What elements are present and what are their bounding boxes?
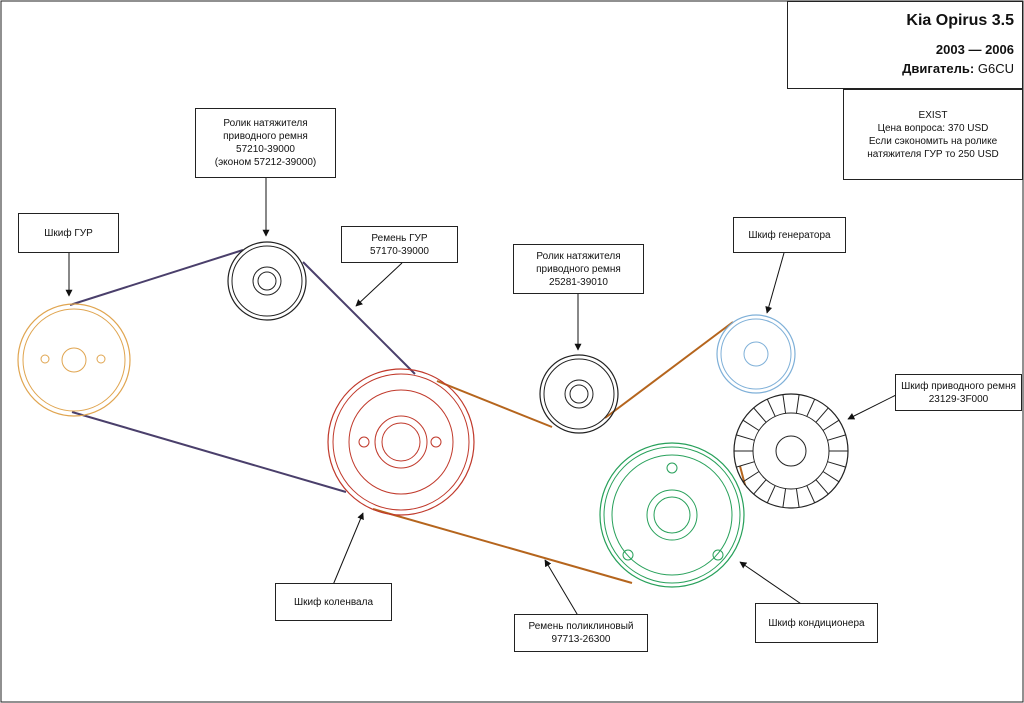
drive-pulley-rib [736, 434, 755, 441]
label-drive-pulley-line2: 23129-3F000 [928, 393, 989, 405]
drive-pulley-rib [753, 407, 767, 423]
drive-pulley-rib [766, 398, 776, 417]
label-tensioner-2-line3: 25281-39010 [549, 276, 608, 288]
years-range: 2003 — 2006 [935, 42, 1014, 57]
label-ac-pulley-text: Шкиф кондиционера [768, 617, 865, 629]
label-ps-belt: Ремень ГУР 57170-39000 [341, 226, 458, 263]
price-note-line3: Если сэкономить на ролике [868, 135, 998, 147]
generator-pulley [716, 314, 796, 394]
label-tensioner-1-line3: 57210-39000 [236, 144, 295, 155]
drive-pulley-rib [822, 419, 840, 431]
label-crank-pulley-text: Шкиф коленвала [293, 596, 374, 608]
price-note: EXIST Цена вопроса: 370 USD Если сэконом… [843, 89, 1023, 180]
label-ac-pulley: Шкиф кондиционера [755, 603, 878, 643]
label-drive-pulley: Шкиф приводного ремня 23129-3F000 [895, 374, 1022, 411]
pointer-arrows [65, 178, 901, 620]
drive-pulley-rib [822, 471, 840, 483]
label-generator-pulley-text: Шкиф генератора [748, 229, 831, 241]
drive-pulley-rib [795, 394, 800, 414]
drive-pulley-rib [815, 479, 829, 495]
arrow-poly-belt [544, 559, 581, 620]
label-ps-belt-line2: 57170-39000 [370, 245, 429, 257]
label-drive-pulley-line1: Шкиф приводного ремня [901, 380, 1016, 392]
price-note-line2: Цена вопроса: 370 USD [877, 122, 989, 134]
arrow-generator [765, 252, 785, 314]
label-poly-belt-line2: 97713-26300 [551, 634, 611, 645]
drive-pulley-rib [795, 488, 800, 508]
label-ps-pulley-text: Шкиф ГУР [44, 227, 93, 239]
label-tensioner-2: Ролик натяжителя приводного ремня 25281-… [513, 244, 644, 294]
drive-pulley [733, 393, 849, 509]
label-generator-pulley: Шкиф генератора [733, 217, 846, 253]
drive-pulley-rib [806, 398, 816, 417]
label-ps-belt-line1: Ремень ГУР [371, 232, 428, 244]
price-note-line4: натяжителя ГУР то 250 USD [867, 148, 999, 160]
drive-pulley-rib [766, 485, 776, 504]
drive-pulley-rib [806, 485, 816, 504]
drive-pulley-rib [782, 488, 787, 508]
arrow-crank-pulley [332, 512, 364, 586]
label-crank-pulley: Шкиф коленвала [275, 583, 392, 621]
tensioner-roller-1 [227, 241, 307, 321]
arrow-drive-pulley [847, 392, 901, 420]
label-tensioner-1: Ролик натяжителя приводного ремня 57210-… [195, 108, 336, 178]
label-poly-belt: Ремень поликлиновый 97713-26300 [514, 614, 648, 652]
ps-belt [69, 249, 416, 493]
arrow-ac-pulley [739, 561, 811, 611]
drive-pulley-rib [827, 434, 846, 441]
drive-pulley-rib [815, 407, 829, 423]
price-note-line1: EXIST [918, 109, 948, 121]
label-tensioner-2-line1: Ролик натяжителя [536, 250, 621, 262]
label-tensioner-1-line4: (эконом 57212-39000) [214, 157, 317, 168]
engine-line: Двигатель: G6CU [902, 61, 1014, 76]
drive-pulley-rib [742, 419, 760, 431]
ac-pulley [599, 442, 745, 588]
arrow-ps-belt [355, 262, 403, 307]
engine-label: Двигатель: [902, 61, 975, 76]
drive-pulley-rib [736, 461, 755, 468]
label-tensioner-1-line2: приводного ремня [223, 131, 308, 142]
engine-code: G6CU [977, 61, 1014, 76]
label-tensioner-2-line2: приводного ремня [536, 263, 621, 275]
drive-pulley-rib [742, 471, 760, 483]
label-ps-pulley: Шкиф ГУР [18, 213, 119, 253]
model-title: Kia Opirus 3.5 [906, 12, 1014, 29]
label-poly-belt-line1: Ремень поликлиновый [528, 621, 634, 632]
ps-pulley [17, 303, 131, 417]
tensioner-roller-2 [539, 354, 619, 434]
poly-belt [372, 321, 746, 584]
drive-pulley-rib [782, 394, 787, 414]
title-block: Kia Opirus 3.5 2003 — 2006 Двигатель: G6… [787, 1, 1023, 89]
label-tensioner-1-line1: Ролик натяжителя [223, 118, 308, 129]
crank-pulley [327, 368, 475, 516]
drive-pulley-rib [827, 461, 846, 468]
drive-pulley-rib [753, 479, 767, 495]
